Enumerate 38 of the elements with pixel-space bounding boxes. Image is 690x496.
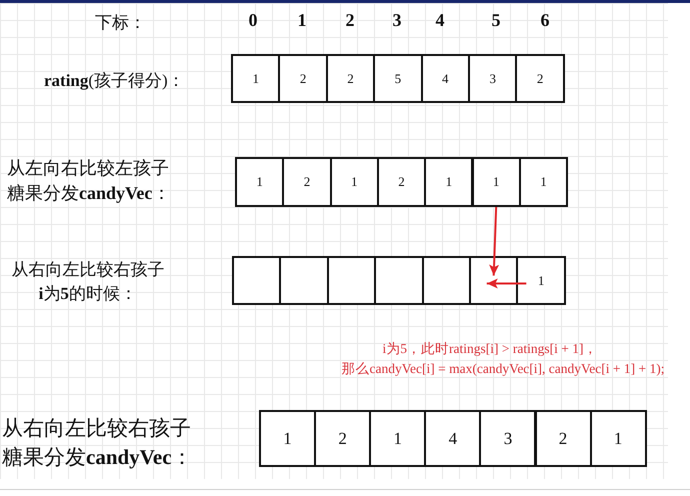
array-cell: 2: [534, 410, 592, 467]
array-cell: 1: [259, 410, 316, 467]
array-cell: 2: [282, 157, 332, 207]
row-label: rating(孩子得分)：: [44, 70, 185, 92]
array-cell: 2: [376, 157, 426, 207]
array-cell: 4: [420, 54, 470, 103]
index-number: 0: [248, 10, 258, 31]
annotation-note: i为5，此时ratings[i] > ratings[i + 1]，: [382, 340, 598, 358]
array-cell: 2: [515, 54, 565, 103]
array-cell: 1: [235, 157, 284, 207]
array-cell: 2: [314, 410, 372, 467]
array-cell: 4: [424, 410, 482, 467]
index-number: 2: [346, 10, 354, 31]
index-number: 5: [492, 10, 500, 31]
row-label: 从右向左比较右孩子i为5的时候：: [10, 259, 166, 305]
array-cell: 1: [472, 157, 521, 207]
row-label: 从右向左比较右孩子糖果分发candyVec：: [2, 415, 194, 471]
index-number: 6: [540, 10, 550, 31]
array-cell: 1: [518, 157, 568, 207]
array-cell: 1: [590, 410, 647, 467]
index-heading: 下标：: [95, 12, 146, 34]
array-cell: 1: [330, 157, 379, 207]
array-cell: 2: [326, 54, 376, 103]
array-cell: 3: [479, 410, 536, 467]
index-number: 4: [436, 10, 444, 31]
arrow: [486, 278, 526, 288]
index-number: 1: [298, 10, 306, 31]
row-label: 从左向右比较左孩子糖果分发candyVec：: [7, 157, 172, 205]
array-cell: 5: [373, 54, 423, 103]
annotation-note: 那么candyVec[i] = max(candyVec[i], candyVec[i + 1] + 1);: [342, 360, 664, 378]
array-cell: 1: [424, 157, 474, 207]
index-number: 3: [392, 10, 402, 31]
array-cell: 3: [468, 54, 518, 103]
array-cell: 1: [231, 54, 280, 103]
array-cell: 1: [369, 410, 426, 467]
arrow: [489, 206, 500, 276]
array-cell: 2: [278, 54, 328, 103]
array-cell: 1: [516, 256, 566, 305]
